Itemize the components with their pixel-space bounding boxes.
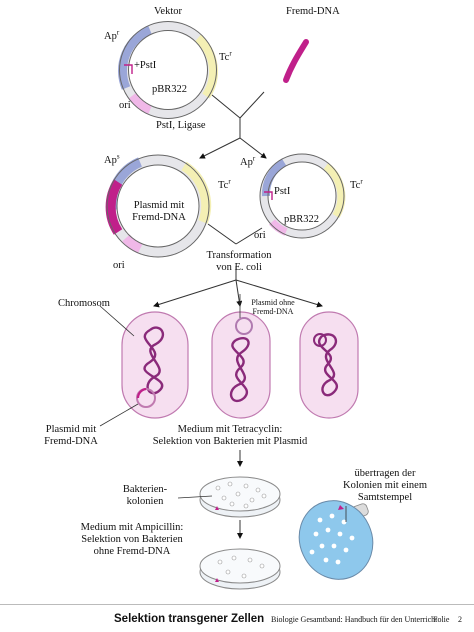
label-tc-r-top: Tcr [219, 49, 232, 63]
label-chromosom: Chromosom [58, 298, 110, 309]
transformation-connector [153, 223, 323, 308]
foreign-dna-fragment [283, 39, 309, 83]
recombinant-plasmid-left [105, 154, 212, 258]
label-pbr322-top: pBR322 [152, 84, 188, 95]
label-pst-ligase: PstI, Ligase [156, 120, 206, 131]
label-medium-tetracyclin: Medium mit Tetracyclin:Selektion von Bak… [152, 424, 308, 447]
petri-dish-tetracycline [199, 476, 281, 518]
label-ori-top: ori [119, 100, 131, 111]
label-ap-s-left: Aps [104, 152, 120, 166]
footer-page-number: 2 [458, 615, 462, 624]
footer-source: Biologie Gesamtband: Handbuch für den Un… [271, 615, 438, 624]
label-bakterienkolonien: Bakterien-kolonien [122, 484, 168, 507]
footer-title: Selektion transgener Zellen [114, 613, 265, 625]
label-ap-r-right: Apr [240, 154, 256, 168]
label-fremd-dna: Fremd-DNA [286, 6, 340, 17]
label-ap-r-top: Apr [104, 28, 120, 42]
label-tc-r-left: Tcr [218, 177, 231, 191]
label-pbr322-right: pBR322 [284, 214, 320, 225]
label-vektor: Vektor [154, 6, 182, 17]
label-medium-ampicillin: Medium mit Ampicillin:Selektion von Bakt… [80, 522, 184, 557]
label-pst1-right: PstI [274, 186, 291, 197]
bacterium-middle [211, 311, 271, 419]
pointer-lines [99, 294, 241, 427]
label-ori-left: ori [113, 260, 125, 271]
label-tc-r-right: Tcr [350, 177, 363, 191]
bacterium-left [121, 311, 189, 419]
label-pst1-top: +PstI [134, 60, 157, 71]
petri-dish-ampicillin [199, 548, 281, 590]
velvet-stamp [298, 500, 374, 580]
ligation-connector [199, 91, 267, 159]
vector-plasmid-top [118, 21, 218, 119]
bacterium-right [299, 311, 359, 419]
footer-folie: Folie [433, 615, 450, 624]
label-ori-right: ori [254, 230, 266, 241]
footer-divider [0, 604, 474, 605]
plasmid-right [259, 153, 346, 239]
